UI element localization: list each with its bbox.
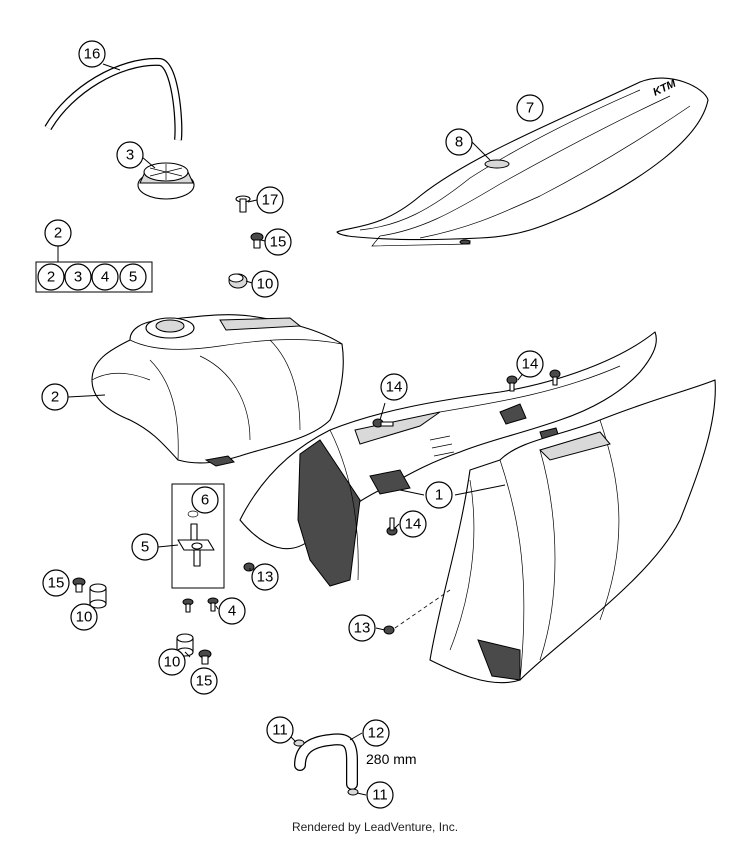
svg-text:13: 13 — [354, 620, 371, 637]
callout-13-right: 13 — [348, 614, 376, 642]
callout-5: 5 — [131, 533, 159, 561]
spacer-10-top-part — [228, 273, 248, 289]
svg-text:2: 2 — [51, 389, 59, 406]
callout-set-5: 5 — [119, 263, 147, 291]
callout-10-left: 10 — [70, 603, 98, 631]
callout-14-c: 14 — [399, 510, 427, 538]
hose-12-part — [293, 733, 359, 796]
callout-17: 17 — [256, 186, 284, 214]
svg-text:8: 8 — [455, 134, 463, 151]
bolt-15-lower-part — [198, 649, 212, 665]
bolt-17-part — [235, 195, 251, 213]
hose-length-label: 280 mm — [366, 751, 417, 767]
callout-set-3: 3 — [64, 263, 92, 291]
svg-text:10: 10 — [257, 276, 274, 293]
callout-2-tank: 2 — [41, 383, 69, 411]
vent-hose-part — [44, 57, 183, 141]
fuel-tap-assembly — [171, 483, 225, 589]
callout-1: 1 — [425, 481, 453, 509]
svg-text:10: 10 — [76, 609, 93, 626]
svg-text:5: 5 — [129, 269, 137, 286]
svg-text:4: 4 — [101, 269, 109, 286]
svg-text:15: 15 — [270, 234, 287, 251]
screws-4-part — [182, 597, 219, 613]
callout-15-left: 15 — [42, 569, 70, 597]
callout-10-top: 10 — [251, 270, 279, 298]
seat-part: KTM — [336, 77, 709, 247]
bolt-14-c-part — [386, 517, 398, 536]
svg-text:6: 6 — [201, 492, 209, 509]
callout-11-top: 11 — [266, 716, 294, 744]
svg-text:13: 13 — [257, 569, 274, 586]
render-credit: Rendered by LeadVenture, Inc. — [291, 820, 459, 834]
svg-text:14: 14 — [386, 379, 403, 396]
callout-set-2: 2 — [37, 263, 65, 291]
svg-text:1: 1 — [435, 487, 443, 504]
svg-text:11: 11 — [272, 722, 288, 739]
bolt-14-a-part — [372, 418, 394, 428]
screw-13-left-part — [243, 562, 255, 572]
spacer-10-left-part — [89, 583, 107, 609]
svg-text:12: 12 — [368, 725, 385, 742]
svg-text:15: 15 — [48, 575, 65, 592]
callout-11-bottom: 11 — [366, 781, 394, 809]
callout-15-lower: 15 — [190, 667, 218, 695]
svg-text:2: 2 — [54, 225, 62, 242]
svg-text:4: 4 — [228, 603, 236, 620]
callout-13-left: 13 — [251, 563, 279, 591]
left-radiator-spoiler-part — [239, 331, 657, 587]
svg-text:14: 14 — [405, 516, 422, 533]
callout-12: 12 — [362, 719, 390, 747]
callout-16: 16 — [78, 40, 106, 68]
svg-text:3: 3 — [74, 269, 82, 286]
parts-set-box — [35, 246, 153, 293]
svg-text:16: 16 — [84, 46, 101, 63]
bolt-14-b-part — [506, 369, 561, 392]
svg-text:14: 14 — [522, 356, 539, 373]
bolt-15-left-part — [72, 577, 86, 593]
svg-text:5: 5 — [141, 539, 149, 556]
callout-8: 8 — [445, 128, 473, 156]
callout-3: 3 — [116, 141, 144, 169]
svg-text:17: 17 — [262, 192, 279, 209]
callout-15-top: 15 — [264, 228, 292, 256]
callout-6: 6 — [191, 486, 219, 514]
seat-emblem-part — [484, 159, 510, 169]
svg-text:10: 10 — [164, 654, 181, 671]
callout-set-4: 4 — [91, 263, 119, 291]
svg-text:7: 7 — [526, 100, 534, 117]
svg-text:3: 3 — [126, 147, 134, 164]
svg-text:2: 2 — [47, 269, 55, 286]
callout-10-lower: 10 — [158, 648, 186, 676]
screw-13-right-part — [383, 625, 395, 635]
callout-14-b: 14 — [516, 350, 544, 378]
svg-text:15: 15 — [196, 673, 213, 690]
callout-14-a: 14 — [380, 373, 408, 401]
bolt-15-top-part — [250, 232, 264, 249]
callout-2-set: 2 — [44, 219, 72, 247]
callout-7: 7 — [516, 94, 544, 122]
fuel-cap-part — [137, 162, 195, 200]
svg-text:11: 11 — [372, 787, 388, 804]
right-side-panel-part — [429, 379, 716, 684]
callout-4: 4 — [218, 597, 246, 625]
fuel-tank-part — [91, 314, 344, 467]
